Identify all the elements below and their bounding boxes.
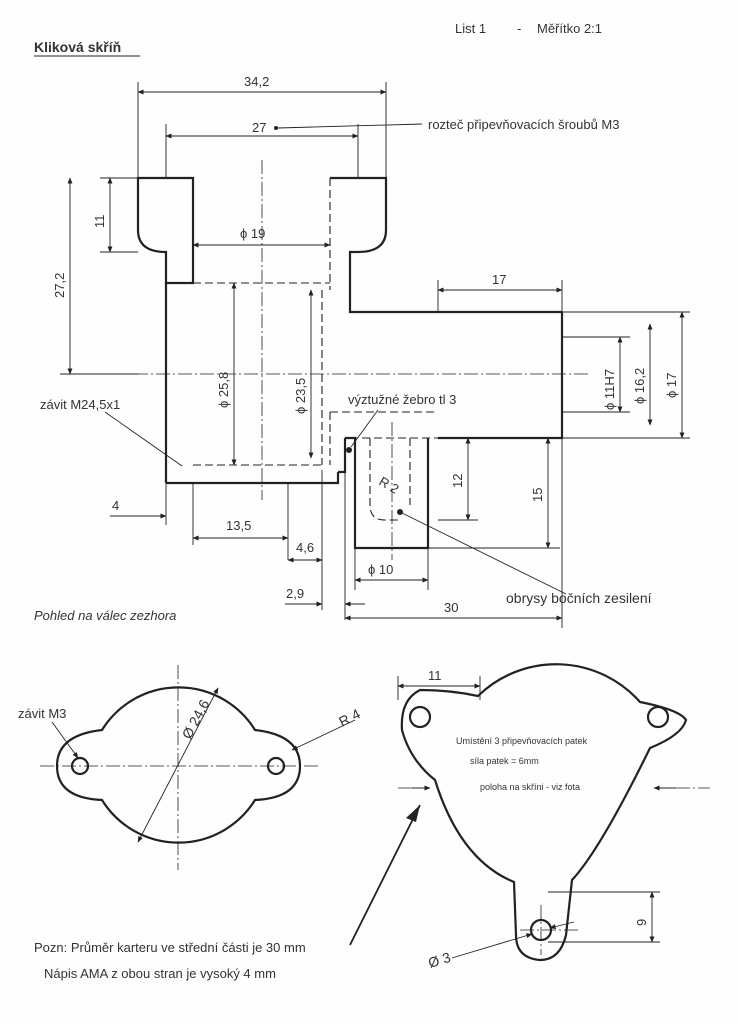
dim-phi-25-8: ϕ 25,8: [216, 372, 231, 408]
dim-phi-24-6: Ø 24,6: [179, 697, 213, 742]
note-line-2: Nápis AMA z obou stran je vysoký 4 mm: [44, 966, 276, 981]
note-thickness: síla patek = 6mm: [470, 756, 539, 766]
right-boss: [438, 312, 564, 440]
top-view-caption: Pohled na válec zezhora: [34, 608, 176, 623]
note-bolt-pitch: rozteč připevňovacích šroubů M3: [428, 117, 619, 132]
dim-phi-11h7: ϕ 11H7: [602, 369, 617, 410]
mount-hole-right: [646, 705, 670, 729]
dim-17-top: 17: [492, 272, 506, 287]
leader-line: [350, 409, 379, 448]
flange-view: 11 Umístění 3 připevňovacích patek síla …: [349, 663, 710, 971]
dim-r-2: R 2: [377, 474, 402, 497]
dim-4: 4: [112, 498, 119, 513]
note-thread-m3: závit M3: [18, 706, 66, 721]
dim-27-2: 27,2: [52, 273, 67, 298]
dim-13-5: 13,5: [226, 518, 251, 533]
note-thread: závit M24,5x1: [40, 397, 120, 412]
dim-phi-19: ϕ 19: [240, 226, 265, 241]
note-position: poloha na skříni - viz fota: [480, 782, 580, 792]
dim-phi-23-5: ϕ 23,5: [293, 378, 308, 414]
dim-11: 11: [92, 215, 107, 229]
flange-dim-11: 11: [428, 668, 442, 683]
dim-27: 27: [252, 120, 266, 135]
dim-2-9: 2,9: [286, 586, 304, 601]
dim-r-4: R 4: [336, 705, 363, 729]
top-view: Pohled na válec zezhora Ø 24,6 závit M3 …: [18, 608, 363, 870]
dim-34-2: 34,2: [244, 74, 269, 89]
leader-line: [104, 411, 183, 467]
pointer-arrow: [349, 804, 421, 946]
dim-4-6: 4,6: [296, 540, 314, 555]
section-view: 34,2 27 rozteč připevňovacích šroubů M3 …: [40, 74, 690, 628]
drawing-title: Kliková skříň: [34, 39, 121, 55]
header-separator: -: [517, 21, 521, 36]
flange-outline: [400, 663, 688, 962]
top-right-flange: [330, 176, 562, 314]
bottom-wall: [166, 472, 340, 485]
flange-dim-9: 9: [634, 919, 649, 926]
lower-boss: [345, 436, 430, 550]
sheet-number: List 1: [455, 21, 486, 36]
note-rib: výztužné žebro tl 3: [348, 392, 456, 407]
dim-15: 15: [530, 488, 545, 502]
dim-12: 12: [450, 474, 465, 488]
rib-outline: [338, 438, 347, 474]
scale-label: Měřítko 2:1: [537, 21, 602, 36]
note-side-reinforcement: obrysy bočních zesilení: [506, 590, 652, 606]
note-placement: Umístění 3 připevňovacích patek: [456, 736, 588, 746]
flange-dim-phi-3: Ø 3: [426, 949, 452, 971]
top-left-flange: [136, 176, 195, 285]
hidden-line: [369, 438, 400, 521]
note-line-1: Pozn: Průměr karteru ve střední části je…: [34, 940, 306, 955]
mount-hole-left: [408, 705, 432, 729]
dim-phi-17: ϕ 17: [664, 373, 679, 398]
dim-phi-10: ϕ 10: [368, 562, 393, 577]
dim-phi-16-2: ϕ 16,2: [632, 368, 647, 404]
dim-30: 30: [444, 600, 458, 615]
leader-line: [399, 511, 567, 595]
